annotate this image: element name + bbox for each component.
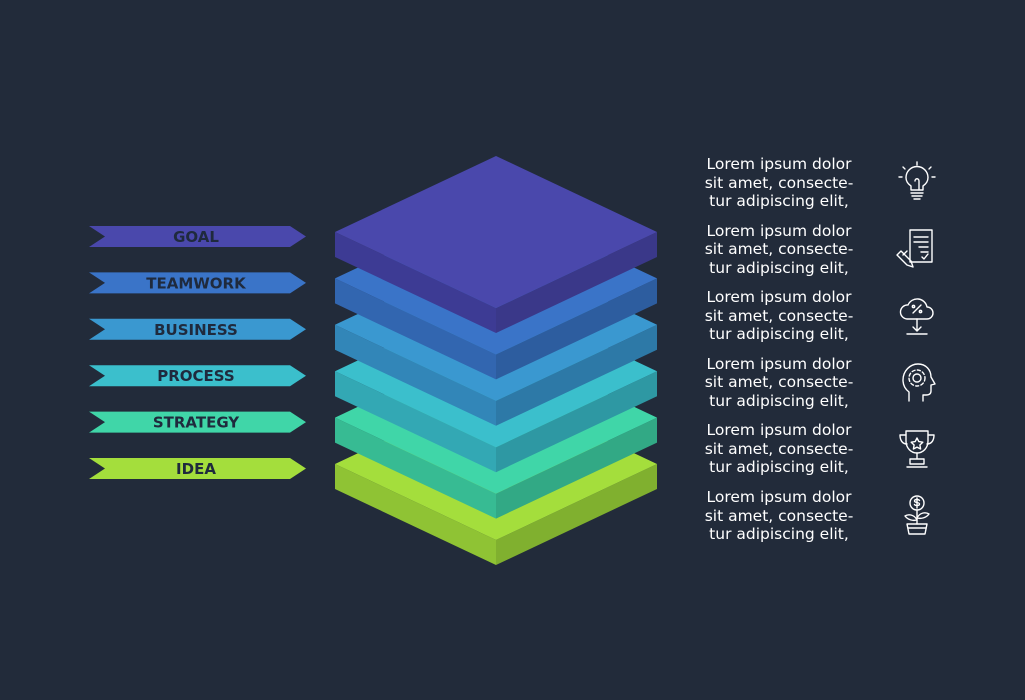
head-gear-icon xyxy=(895,360,939,404)
money-plant-icon xyxy=(895,493,939,537)
description-line: sit amet, consecte- xyxy=(704,240,854,259)
trophy-icon xyxy=(895,426,939,470)
description-line: sit amet, consecte- xyxy=(704,439,854,458)
slab-right-side xyxy=(496,464,657,565)
ribbon-label: GOAL xyxy=(173,228,219,246)
slab-left-side xyxy=(335,278,496,380)
ribbon-business: BUSINESS xyxy=(89,318,306,340)
slab-top-face xyxy=(335,156,657,308)
ribbon-shape xyxy=(89,365,306,387)
slab-right-side xyxy=(496,278,657,380)
ribbon-label: TEAMWORK xyxy=(146,274,247,292)
ribbon-label: PROCESS xyxy=(157,367,234,385)
ribbon-shape xyxy=(89,458,306,479)
ribbon-label: IDEA xyxy=(176,460,216,478)
ribbon-goal: GOAL xyxy=(89,226,306,247)
description-line: Lorem ipsum dolor xyxy=(706,155,852,173)
ribbon-shape xyxy=(89,226,306,247)
ribbon-strategy: STRATEGY xyxy=(89,411,306,433)
description-line: sit amet, consecte- xyxy=(704,173,854,192)
slab-right-side xyxy=(496,417,657,519)
description-line: Lorem ipsum dolor xyxy=(706,421,852,440)
description-line: tur adipiscing elit, xyxy=(709,192,849,210)
ribbon-process: PROCESS xyxy=(89,365,306,387)
description-line: tur adipiscing elit, xyxy=(709,258,849,277)
cloud-download-icon xyxy=(895,293,939,337)
description-line: sit amet, consecte- xyxy=(704,306,854,325)
description-line: Lorem ipsum dolor xyxy=(706,354,852,373)
description-line: tur adipiscing elit, xyxy=(709,525,849,543)
description-line: Lorem ipsum dolor xyxy=(706,221,852,240)
ribbon-label: STRATEGY xyxy=(153,414,240,432)
ribbon-teamwork: TEAMWORK xyxy=(89,272,306,294)
description-line: tur adipiscing elit, xyxy=(709,391,849,410)
slab-left-side xyxy=(335,324,496,426)
ribbon-idea: IDEA xyxy=(89,458,306,479)
slab-right-side xyxy=(496,324,657,426)
description-line: tur adipiscing elit, xyxy=(709,458,849,477)
slab-left-side xyxy=(335,417,496,519)
slab-goal xyxy=(335,156,657,333)
description-line: sit amet, consecte- xyxy=(704,373,854,392)
slab-left-side xyxy=(335,232,496,333)
lightbulb-icon xyxy=(895,160,939,204)
description-line: sit amet, consecte- xyxy=(704,506,854,525)
description-line: Lorem ipsum dolor xyxy=(706,288,852,307)
ribbon-shape xyxy=(89,272,306,294)
slab-right-side xyxy=(496,232,657,333)
document-pen-icon xyxy=(895,227,939,271)
ribbon-label: BUSINESS xyxy=(154,321,238,339)
slab-right-side xyxy=(496,371,657,473)
slab-left-side xyxy=(335,371,496,473)
description-line: Lorem ipsum dolor xyxy=(706,488,852,506)
ribbon-shape xyxy=(89,318,306,340)
ribbon-shape xyxy=(89,411,306,433)
description-line: tur adipiscing elit, xyxy=(709,325,849,344)
slab-left-side xyxy=(335,464,496,565)
